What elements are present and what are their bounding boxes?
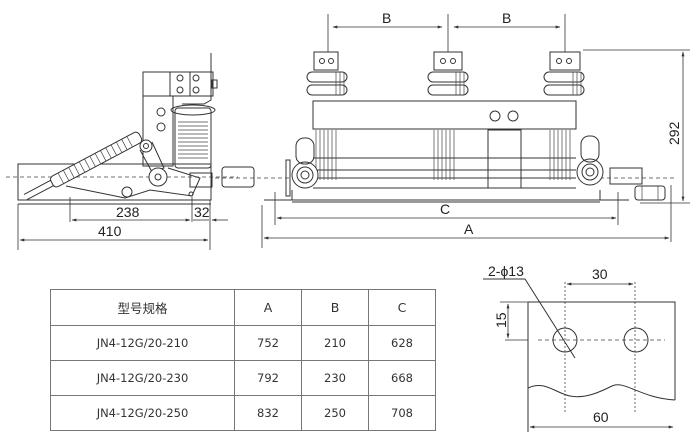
side-insulator	[174, 107, 212, 169]
dim-60-label: 60	[593, 409, 609, 425]
table-header-row: 型号规格 A B C	[50, 289, 436, 326]
cell-c: 628	[368, 325, 436, 361]
spec-table: 型号规格 A B C JN4-12G/20-210 752 210 628 JN…	[50, 289, 436, 431]
pole-center	[427, 14, 469, 180]
dim-410-label: 410	[98, 223, 122, 239]
front-right-foot	[599, 190, 629, 201]
cell-model: JN4-12G/20-250	[50, 395, 235, 431]
front-left-shaft	[221, 166, 255, 188]
side-view: 238 32 410	[6, 53, 238, 250]
header-model: 型号规格	[50, 289, 235, 326]
dim-30-label: 30	[592, 266, 608, 282]
front-right-shaft	[609, 167, 643, 185]
front-crossbar	[312, 100, 577, 130]
front-center-block	[487, 129, 522, 189]
cell-a: 832	[234, 395, 302, 431]
cell-model: JN4-12G/20-230	[50, 360, 235, 396]
cell-b: 250	[301, 395, 369, 431]
cell-c: 668	[368, 360, 436, 396]
cell-c: 708	[368, 395, 436, 431]
hole-left	[552, 327, 578, 353]
side-pivot-main	[148, 167, 168, 187]
dim-292-label: 292	[666, 121, 682, 145]
dim-b1-label: B	[382, 10, 391, 26]
side-top-block	[142, 71, 214, 97]
cell-a: 752	[234, 325, 302, 361]
front-view: B B 292 C A	[215, 10, 690, 248]
dim-a-label: A	[464, 221, 474, 237]
cell-b: 210	[301, 325, 369, 361]
header-c: C	[368, 289, 436, 326]
terminal-plate	[528, 301, 676, 400]
front-coupling	[634, 185, 666, 201]
cell-a: 792	[234, 360, 302, 396]
pole-left	[306, 14, 348, 180]
dim-c-label: C	[440, 201, 450, 217]
cell-model: JN4-12G/20-210	[50, 325, 235, 361]
cell-b: 230	[301, 360, 369, 396]
terminal-detail: 2-ϕ13 30 15 60	[483, 263, 676, 432]
pole-right	[543, 14, 585, 180]
hole-right	[623, 327, 649, 353]
table-row: JN4-12G/20-210 752 210 628	[50, 325, 436, 361]
dim-b2-label: B	[502, 10, 511, 26]
side-spring	[23, 131, 143, 201]
front-left-foot	[264, 190, 293, 201]
dim-238-label: 238	[116, 204, 140, 220]
table-row: JN4-12G/20-230 792 230 668	[50, 360, 436, 396]
dim-32-label: 32	[194, 204, 210, 220]
header-b: B	[301, 289, 369, 326]
break-line	[527, 384, 676, 401]
front-left-roller	[291, 161, 319, 189]
hole-callout-label: 2-ϕ13	[488, 263, 524, 279]
side-pivot-upper	[139, 139, 153, 153]
header-a: A	[234, 289, 302, 326]
dim-15-label: 15	[493, 312, 509, 328]
front-right-roller	[576, 158, 604, 186]
table-row: JN4-12G/20-250 832 250 708	[50, 395, 436, 431]
